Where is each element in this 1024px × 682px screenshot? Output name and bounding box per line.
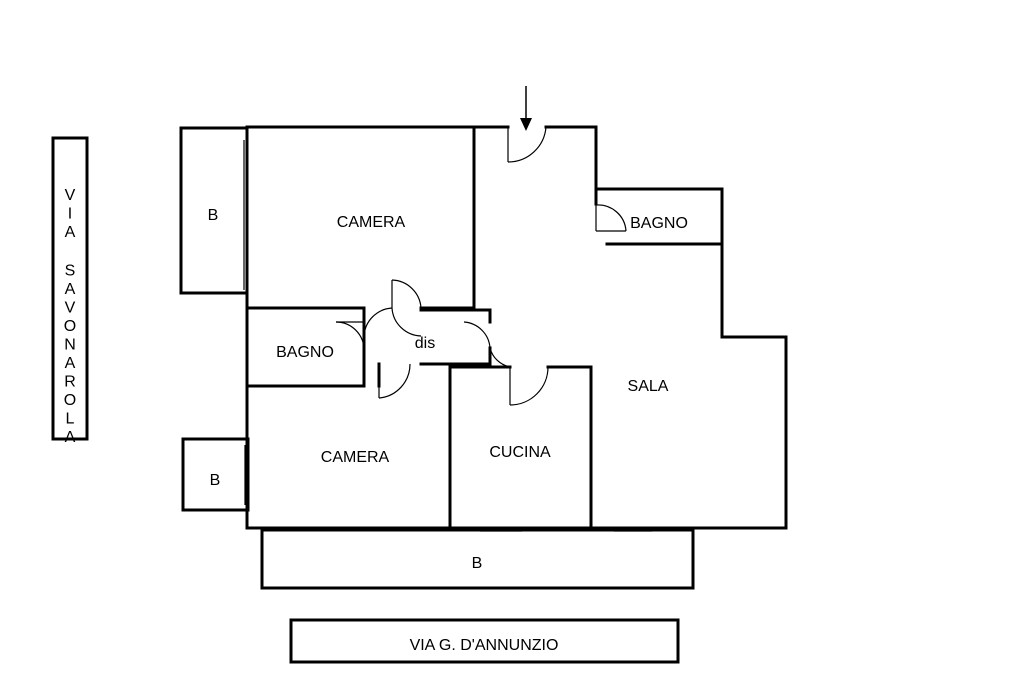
room-label-camera-top: CAMERA [337, 214, 406, 231]
balcony-south-label: B [472, 555, 483, 572]
door-cucina [509, 366, 549, 406]
wall-disimpegno [362, 306, 492, 388]
wall-bagno-right [594, 187, 724, 246]
street-box-south [289, 618, 680, 664]
door-bagno-left [335, 321, 365, 351]
street-box-west [51, 136, 89, 441]
outer-wall [245, 125, 788, 530]
wall-cucina [448, 365, 593, 530]
room-label-bagno-left: BAGNO [276, 344, 334, 361]
room-label-cucina: CUCINA [489, 444, 551, 461]
balcony-left-bottom-label: B [210, 472, 221, 489]
balcony-south [260, 528, 695, 590]
door-bagno-right [595, 204, 627, 232]
door-dis-sala [463, 321, 511, 368]
wall-camera-top [245, 125, 476, 310]
room-label-camera-bottom: CAMERA [321, 449, 390, 466]
entrance-arrow-icon [520, 86, 532, 131]
room-label-bagno-right: BAGNO [630, 215, 688, 232]
room-label-sala: SALA [628, 378, 669, 395]
door-camera-top [363, 279, 422, 337]
balcony-left-top-label: B [208, 207, 219, 224]
room-label-disimpegno: dis [415, 335, 435, 352]
door-camera-bottom [378, 363, 411, 399]
door-entrance [507, 126, 547, 163]
street-label-south: VIA G. D'ANNUNZIO [410, 637, 559, 654]
